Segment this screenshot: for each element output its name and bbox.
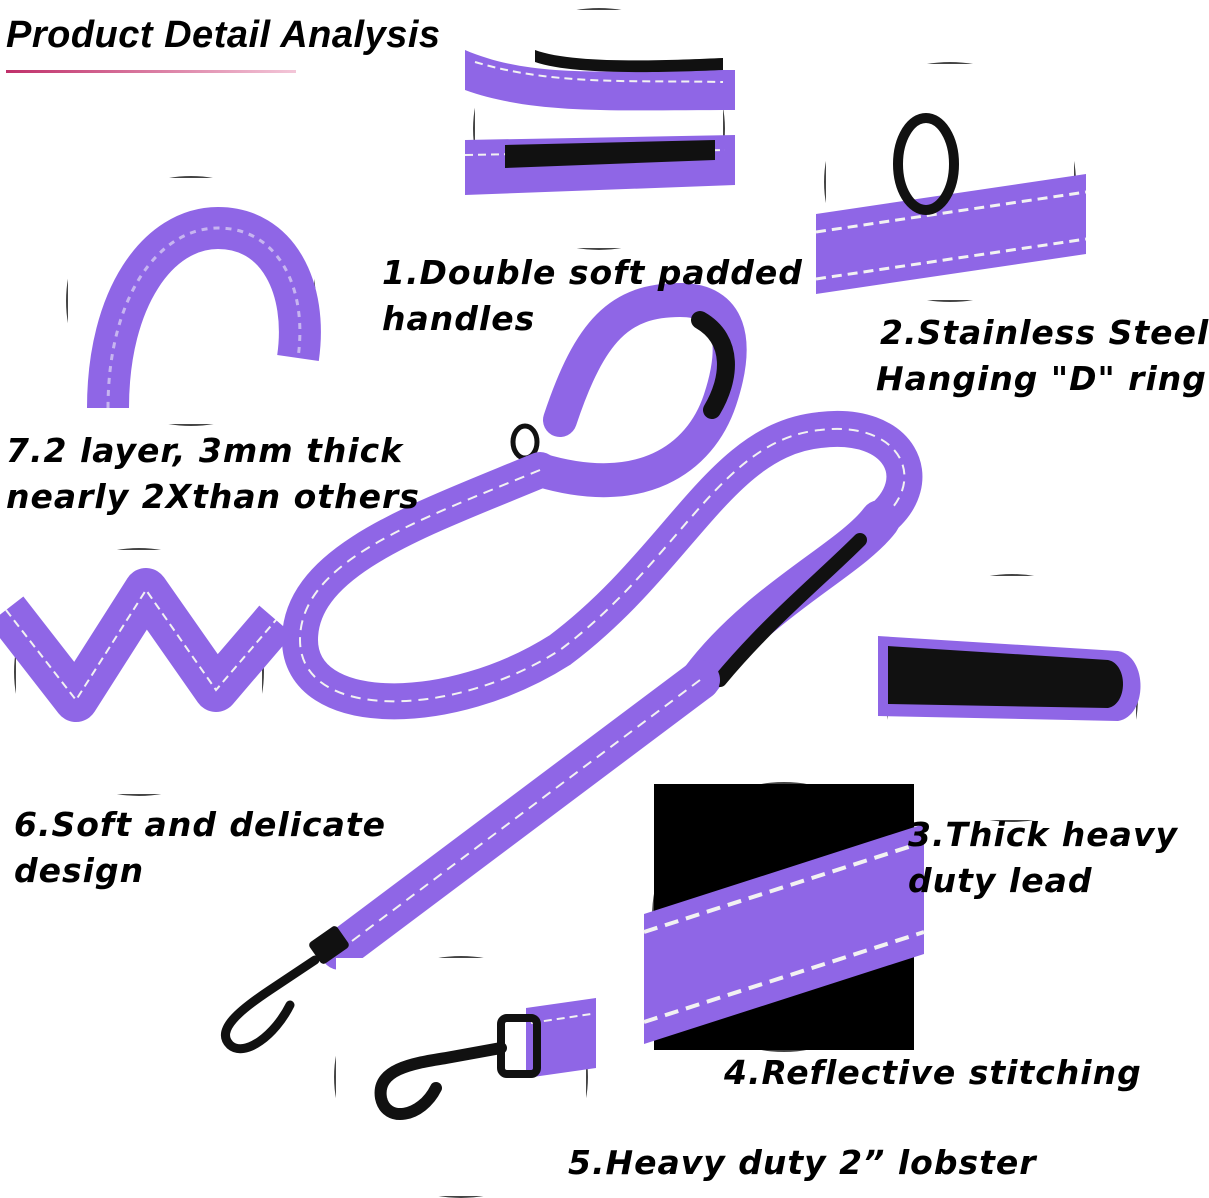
detail-circle-thick-lead: [878, 574, 1141, 822]
feature-label-reflective-stitching: 4.Reflective stitching: [724, 1053, 1142, 1092]
detail-circle-lobster-clasp: [334, 956, 596, 1198]
feature-label-lobster-clasp: 5.Heavy duty 2” lobster: [568, 1143, 1037, 1182]
leash-illustration: [221, 282, 923, 1054]
detail-circle-handles: [464, 8, 735, 250]
title-underline: [6, 70, 296, 73]
feature-label-d-ring: 2.Stainless Steel Hanging "D" ring: [876, 313, 1209, 398]
feature-label-thick-lead: 3.Thick heavy duty lead: [908, 815, 1178, 900]
detail-circle-soft-design: [0, 548, 293, 796]
feature-label-soft-design: 6.Soft and delicate design: [14, 805, 387, 890]
detail-circle-thick-layer: [66, 176, 321, 426]
page-title: Product Detail Analysis: [6, 14, 441, 56]
detail-circle-reflective-stitching: [643, 782, 925, 1052]
feature-label-thick-layer: 7.2 layer, 3mm thick nearly 2Xthan other…: [6, 431, 420, 516]
detail-circle-d-ring: [815, 62, 1087, 302]
feature-label-handles: 1.Double soft padded handles: [382, 253, 803, 338]
